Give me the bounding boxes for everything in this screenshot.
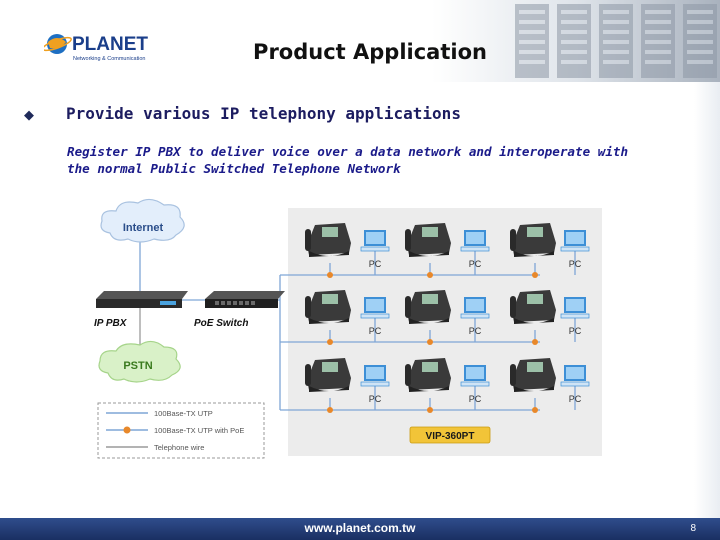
pc-icon	[360, 364, 390, 387]
description-line-2: the normal Public Switched Telephone Net…	[67, 161, 401, 176]
poe-switch-device: PoE Switch	[194, 291, 285, 329]
ip-pbx-device: IP PBX	[94, 291, 188, 329]
logo-tagline: Networking & Communication	[73, 56, 145, 62]
pc-icon	[360, 229, 390, 252]
page-number: 8	[690, 523, 696, 534]
diamond-bullet-icon: ◆	[24, 108, 34, 123]
legend-utp: 100Base-TX UTP	[154, 409, 213, 418]
internet-cloud: Internet	[100, 198, 185, 243]
pc-icon	[560, 296, 590, 319]
side-decoration	[694, 82, 720, 518]
model-badge: VIP-360PT	[409, 426, 491, 444]
pc-label: PC	[569, 259, 582, 269]
phone-row-2: PC PC PC	[305, 290, 590, 336]
pc-icon	[560, 229, 590, 252]
legend-box: 100Base-TX UTP 100Base-TX UTP with PoE T…	[97, 402, 265, 459]
pc-label: PC	[569, 326, 582, 336]
pc-label: PC	[369, 326, 382, 336]
planet-logo: PLANET Networking & Communication	[44, 34, 148, 62]
server-rack-image	[515, 4, 717, 78]
pbx-label: IP PBX	[94, 318, 128, 329]
footer-bar: www.planet.com.tw 8	[0, 518, 720, 540]
bullet-text: Provide various IP telephony application…	[66, 104, 461, 123]
model-label: VIP-360PT	[426, 431, 475, 442]
pc-label: PC	[369, 259, 382, 269]
pc-label: PC	[469, 326, 482, 336]
legend-phone-wire: Telephone wire	[154, 443, 204, 452]
page-title: Product Application	[253, 40, 487, 64]
legend-utp-poe: 100Base-TX UTP with PoE	[154, 426, 244, 435]
network-diagram: Internet IP PBX PoE Switch PSTN PC	[94, 198, 602, 459]
description: Register IP PBX to deliver voice over a …	[67, 143, 677, 177]
poe-dots	[327, 272, 538, 413]
header-bar: PLANET Networking & Communication Produc…	[0, 0, 720, 82]
pc-label: PC	[369, 394, 382, 404]
pc-label: PC	[569, 394, 582, 404]
description-line-1: Register IP PBX to deliver voice over a …	[67, 144, 629, 159]
pc-icon	[560, 364, 590, 387]
poe-dot-icon	[123, 426, 131, 434]
pc-label: PC	[469, 259, 482, 269]
phone-row-1: PC PC PC	[305, 223, 590, 269]
internet-label: Internet	[123, 222, 164, 234]
logo-wordmark: PLANET	[72, 34, 148, 55]
pc-icon	[460, 229, 490, 252]
pstn-cloud: PSTN	[98, 340, 181, 383]
phone-row-3: PC PC PC	[305, 358, 590, 404]
switch-label: PoE Switch	[194, 318, 248, 329]
pc-icon	[460, 296, 490, 319]
pc-icon	[460, 364, 490, 387]
pc-label: PC	[469, 394, 482, 404]
pstn-label: PSTN	[123, 360, 152, 372]
pc-icon	[360, 296, 390, 319]
footer-url[interactable]: www.planet.com.tw	[304, 521, 416, 535]
